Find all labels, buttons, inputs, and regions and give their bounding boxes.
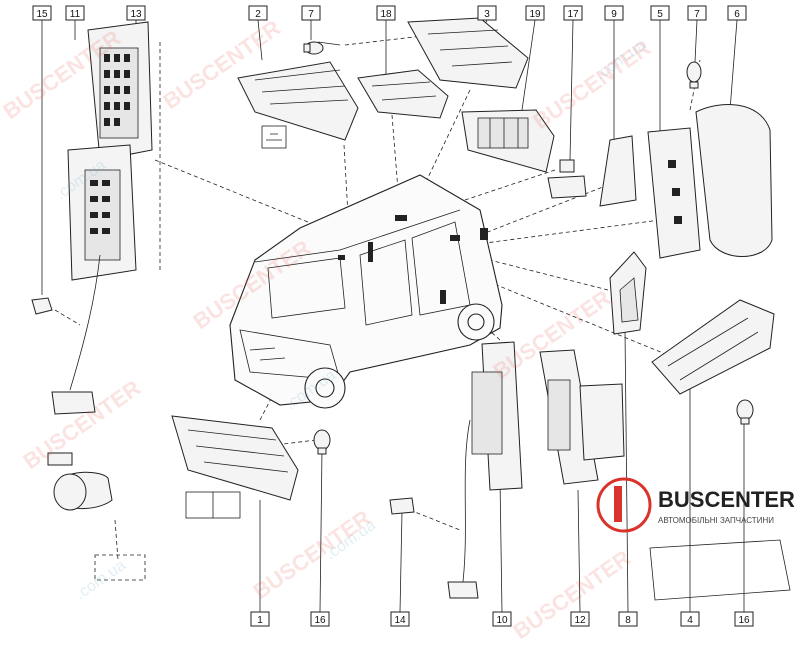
callout-6: 6 — [727, 5, 747, 21]
svg-text:15: 15 — [36, 9, 48, 20]
callout-4: 4 — [680, 611, 700, 627]
part-8-seal — [609, 251, 647, 335]
svg-text:8: 8 — [625, 615, 631, 626]
callout-18: 18 — [376, 5, 396, 21]
part-17-sensor — [547, 159, 587, 199]
callout-13: 13 — [126, 5, 146, 21]
callout-7: 7 — [301, 5, 321, 21]
svg-text:7: 7 — [308, 9, 314, 20]
svg-text:9: 9 — [611, 9, 617, 20]
svg-text:16: 16 — [314, 615, 326, 626]
callout-14: 14 — [390, 611, 410, 627]
svg-text:1: 1 — [257, 615, 263, 626]
svg-text:11: 11 — [70, 9, 81, 20]
callouts: 15 11 13 2 7 18 3 19 17 9 5 7 6 1 16 14 … — [32, 5, 754, 627]
svg-text:2: 2 — [255, 9, 261, 20]
part-bulb-bottom-left — [47, 452, 113, 511]
svg-text:3: 3 — [484, 9, 490, 20]
svg-text:13: 13 — [130, 9, 142, 20]
svg-text:12: 12 — [574, 615, 586, 626]
callout-16b: 16 — [734, 611, 754, 627]
callout-15: 15 — [32, 5, 52, 21]
part-15-clip — [31, 297, 53, 315]
part-9-lens — [599, 135, 637, 207]
part-18-lamp — [357, 69, 449, 119]
svg-text:4: 4 — [687, 615, 693, 626]
callout-1: 1 — [250, 611, 270, 627]
buscenter-logo: BUSCENTER АВТОМОБІЛЬНІ ЗАПЧАСТИНИ — [596, 477, 795, 601]
part-2-lamp — [237, 61, 359, 149]
callout-2: 2 — [248, 5, 268, 21]
part-7-bulb-top — [303, 41, 324, 55]
part-3-lamp — [407, 17, 529, 89]
svg-text:17: 17 — [567, 9, 579, 20]
part-1-lamp — [171, 415, 299, 519]
leader-lines — [41, 19, 745, 613]
callout-3: 3 — [477, 5, 497, 21]
svg-text:18: 18 — [380, 9, 392, 20]
callout-16: 16 — [310, 611, 330, 627]
watermark-brand: BUSCENTER — [249, 505, 376, 604]
part-16-bulb-right — [736, 399, 754, 425]
callout-9: 9 — [604, 5, 624, 21]
callout-11: 11 — [65, 5, 85, 21]
callout-7b: 7 — [687, 5, 707, 21]
part-16-bulb-lower — [313, 429, 331, 455]
logo-subtitle: АВТОМОБІЛЬНІ ЗАПЧАСТИНИ — [658, 516, 774, 525]
callout-8: 8 — [618, 611, 638, 627]
part-19-switch-panel — [461, 109, 555, 173]
callout-17: 17 — [563, 5, 583, 21]
part-7-bulb-right — [686, 61, 702, 89]
callout-5: 5 — [650, 5, 670, 21]
svg-text:14: 14 — [394, 615, 406, 626]
callout-12: 12 — [570, 611, 590, 627]
svg-text:7: 7 — [694, 9, 700, 20]
part-11-13-lamp-assembly — [51, 21, 153, 415]
part-6-lamp-lens — [695, 104, 773, 257]
logo-name: BUSCENTER — [658, 487, 795, 512]
part-10-switch — [447, 341, 523, 599]
part-5-lamp-body — [647, 127, 701, 259]
svg-text:6: 6 — [734, 9, 740, 20]
callout-10: 10 — [492, 611, 512, 627]
part-12-switch-block — [539, 349, 625, 485]
svg-text:19: 19 — [529, 9, 541, 20]
callout-19: 19 — [525, 5, 545, 21]
part-4-lamp — [651, 299, 775, 395]
van-illustration — [229, 174, 503, 409]
svg-text:10: 10 — [496, 615, 508, 626]
watermark-brand: BUSCENTER — [509, 545, 636, 644]
svg-text:16: 16 — [738, 615, 750, 626]
watermark-brand: BUSCENTER — [19, 375, 146, 474]
part-14-clip — [389, 497, 415, 515]
svg-text:5: 5 — [657, 9, 663, 20]
